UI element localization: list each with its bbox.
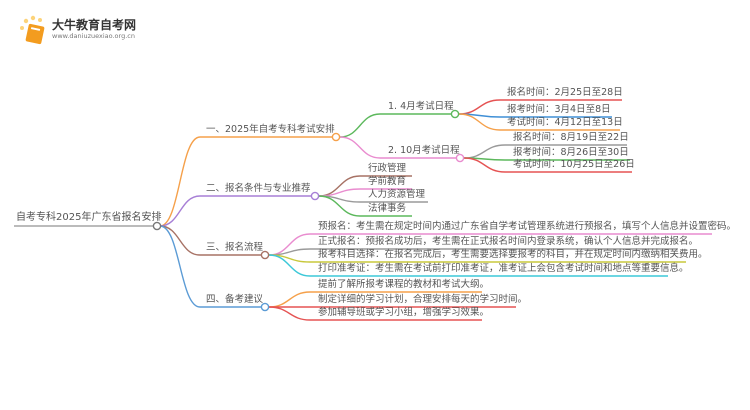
branch-process[interactable]: 三、报名流程 xyxy=(206,242,264,253)
leaf: 行政管理 xyxy=(368,163,407,174)
connector xyxy=(268,254,668,277)
node-circle xyxy=(331,132,341,142)
brand-url: www.daniuzuexiao.org.cn xyxy=(52,32,135,40)
node-circle xyxy=(310,191,320,201)
leaf: 报名时间：8月19日至22日 xyxy=(513,132,629,143)
connector xyxy=(318,195,412,217)
connector xyxy=(339,136,456,159)
connector xyxy=(159,225,261,308)
branch-schedule[interactable]: 一、2025年自考专科考试安排 xyxy=(206,124,335,135)
leaf: 提前了解所报考课程的教材和考试大纲。 xyxy=(318,279,490,290)
connector xyxy=(159,195,311,227)
brand-name: 大牛教育自考网 xyxy=(52,18,137,32)
leaf: 学前教育 xyxy=(368,176,407,187)
connector xyxy=(458,113,620,131)
leaf: 人力资源管理 xyxy=(368,189,426,200)
connector xyxy=(463,157,632,173)
node-circle xyxy=(152,221,162,231)
leaf: 报考时间：8月26日至30日 xyxy=(513,147,629,158)
connector xyxy=(159,136,332,227)
leaf: 制定详细的学习计划，合理安排每天的学习时间。 xyxy=(318,294,528,305)
leaf: 正式报名：预报名成功后，考生需在正式报名时间内登录系统，确认个人信息并完成报名。 xyxy=(318,236,699,247)
sub-october[interactable]: 2. 10月考试日程 xyxy=(388,145,460,156)
leaf: 打印准考证：考生需在考试前打印准考证，准考证上会包含考试时间和地点等重要信息。 xyxy=(318,263,689,274)
node-circle xyxy=(450,109,460,119)
node-circle xyxy=(260,250,270,260)
leaf: 法律事务 xyxy=(368,203,407,214)
branch-conditions[interactable]: 二、报名条件与专业推荐 xyxy=(206,183,311,194)
leaf: 预报名：考生需在规定时间内通过广东省自学考试管理系统进行预报名，填写个人信息并设… xyxy=(318,221,737,232)
leaf: 考试时间：4月12日至13日 xyxy=(507,117,623,128)
node-circle xyxy=(455,153,465,163)
leaf: 报考科目选择：在报名完成后，考生需要选择要报考的科目，并在规定时间内缴纳相关费用… xyxy=(318,249,708,260)
book-logo-icon xyxy=(20,15,45,45)
root-node[interactable]: 自考专科2025年广东省报名安排 xyxy=(16,212,162,223)
connector xyxy=(339,113,451,138)
sub-april[interactable]: 1. 4月考试日程 xyxy=(388,101,454,112)
node-circle xyxy=(260,302,270,312)
leaf: 参加辅导班或学习小组，增强学习效果。 xyxy=(318,307,490,318)
leaf: 考试时间：10月25日至26日 xyxy=(513,159,635,170)
connector xyxy=(268,306,482,321)
connector xyxy=(159,225,261,256)
branch-advice[interactable]: 四、备考建议 xyxy=(206,294,264,305)
leaf: 报考时间：3月4日至8日 xyxy=(507,104,611,115)
leaf: 报名时间：2月25日至28日 xyxy=(507,87,623,98)
